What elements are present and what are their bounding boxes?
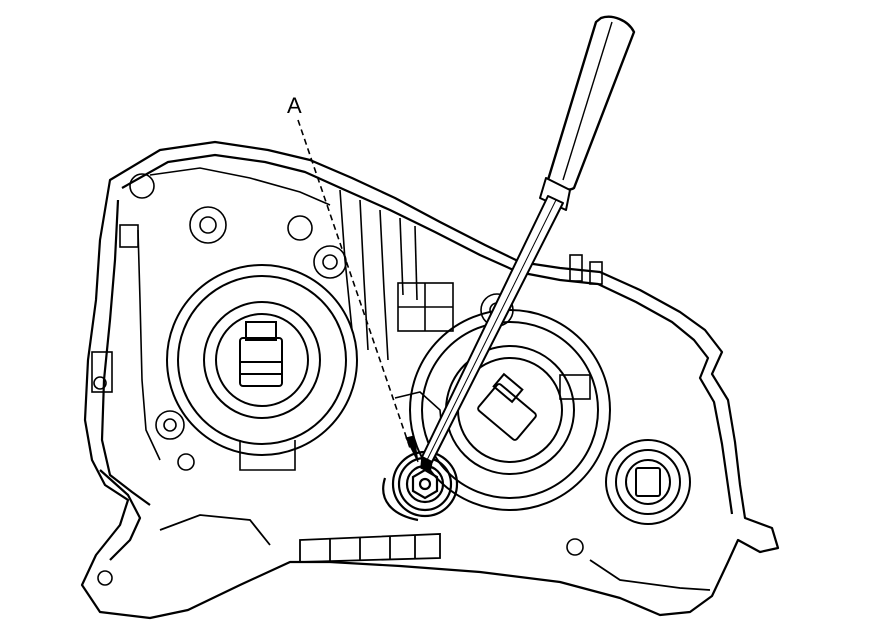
callout-a-leader — [297, 119, 411, 449]
bottom-bracket — [159, 514, 711, 591]
callout-a-arrowhead — [405, 435, 419, 463]
callout-a-label: A — [287, 93, 302, 118]
screwdriver — [420, 15, 636, 473]
turn-signal-socket — [605, 439, 691, 525]
low-beam-bulb-socket — [166, 264, 358, 456]
headlight-housing — [80, 140, 780, 620]
callout-a: A — [287, 93, 419, 463]
